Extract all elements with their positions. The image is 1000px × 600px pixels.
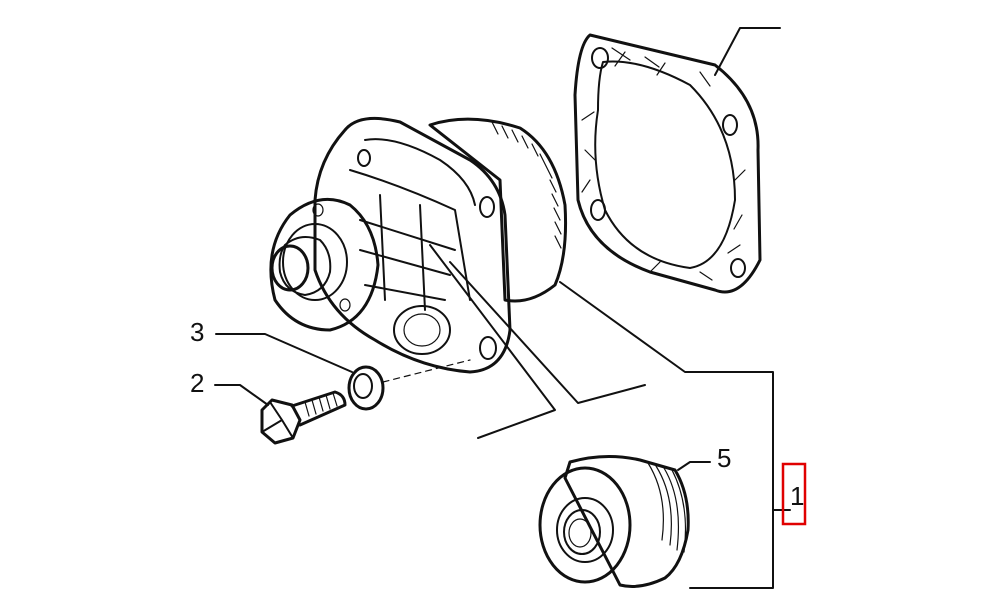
callout-5-label: 5	[717, 443, 731, 473]
washer-icon	[347, 365, 385, 411]
bolt-icon	[260, 390, 347, 445]
water-pump-icon	[269, 116, 568, 374]
pulley-icon	[538, 454, 690, 588]
leader-lines	[214, 27, 791, 589]
callout-2-label: 2	[190, 368, 204, 398]
callout-3-label: 3	[190, 317, 204, 347]
callout-1-label: 1	[790, 481, 804, 511]
gasket-icon	[573, 33, 762, 294]
callout-1-highlight-box	[781, 462, 807, 526]
